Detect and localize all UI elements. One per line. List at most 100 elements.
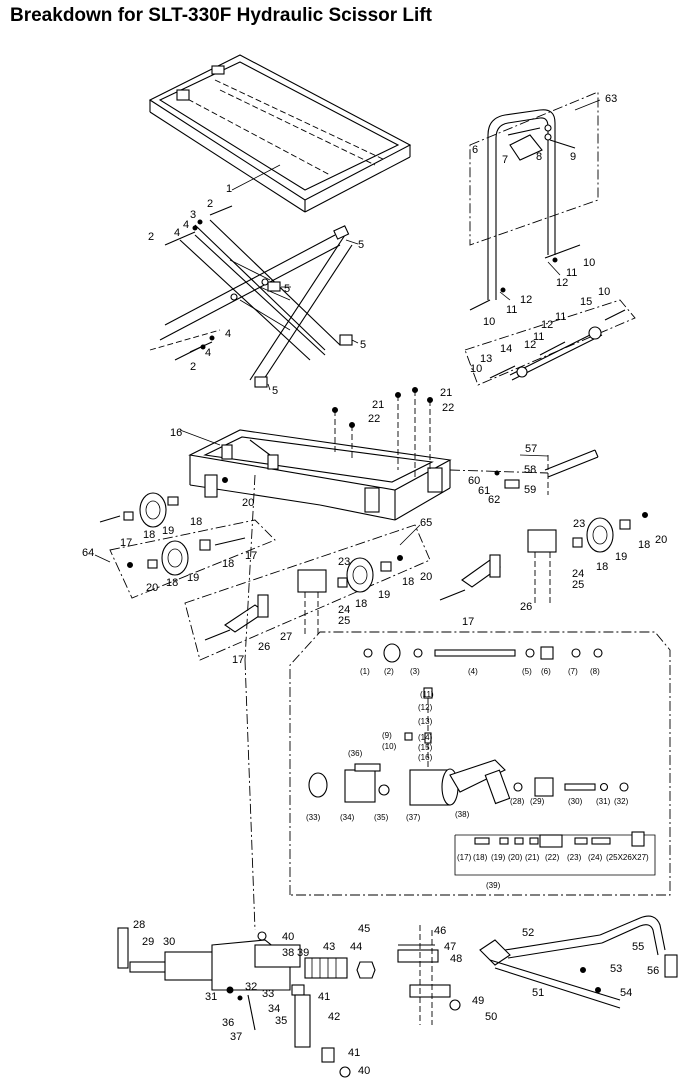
detail-callout: (13) xyxy=(418,717,433,726)
callout-60: 60 xyxy=(468,475,480,487)
detail-callout: (9) xyxy=(382,731,392,740)
scissor-arms xyxy=(149,205,353,388)
callout-18: 18 xyxy=(166,577,178,589)
callout-64: 64 xyxy=(82,547,94,559)
detail-callout: (28) xyxy=(510,797,525,806)
callout-41: 41 xyxy=(318,991,330,1003)
detail-callout: (10) xyxy=(382,742,397,751)
callout-26: 26 xyxy=(258,641,270,653)
detail-callout: (5) xyxy=(522,667,532,676)
callout-21: 21 xyxy=(372,399,384,411)
callout-11: 11 xyxy=(566,267,577,279)
callout-8: 8 xyxy=(536,151,542,163)
callout-28: 28 xyxy=(133,919,145,931)
callout-63: 63 xyxy=(605,93,617,105)
callout-59: 59 xyxy=(524,484,536,496)
callout-18: 18 xyxy=(143,529,155,541)
callout-23: 23 xyxy=(338,556,350,568)
callout-18: 18 xyxy=(596,561,608,573)
callout-20: 20 xyxy=(146,582,158,594)
callout-18: 18 xyxy=(222,558,234,570)
platform-table-part xyxy=(148,54,412,213)
callout-57: 57 xyxy=(525,443,537,455)
detail-callout: (38) xyxy=(455,810,470,819)
callout-2: 2 xyxy=(190,361,196,373)
callout-17: 17 xyxy=(120,537,132,549)
callout-31: 31 xyxy=(205,991,217,1003)
pump-detail-box xyxy=(244,474,671,931)
callout-10: 10 xyxy=(483,316,495,328)
detail-callout: (12) xyxy=(418,703,433,712)
detail-callout: (22) xyxy=(545,853,560,862)
callout-18: 18 xyxy=(355,598,367,610)
detail-callout: (3) xyxy=(410,667,420,676)
detail-callout: (31) xyxy=(596,797,611,806)
detail-callout: (21) xyxy=(525,853,540,862)
callout-12: 12 xyxy=(524,339,536,351)
callout-19: 19 xyxy=(162,525,174,537)
callout-11: 11 xyxy=(555,311,566,323)
callout-48: 48 xyxy=(450,953,462,965)
callout-21: 21 xyxy=(440,387,452,399)
callout-50: 50 xyxy=(485,1011,497,1023)
caster-wheels xyxy=(99,477,648,661)
callout-13: 13 xyxy=(480,353,492,365)
callout-20: 20 xyxy=(655,534,667,546)
callout-53: 53 xyxy=(610,963,622,975)
detail-callout: (35) xyxy=(374,813,389,822)
callout-65: 65 xyxy=(420,517,432,529)
callout-4: 4 xyxy=(174,227,180,239)
callout-52: 52 xyxy=(522,927,534,939)
callout-20: 20 xyxy=(242,497,254,509)
callout-38: 38 xyxy=(282,947,294,959)
callout-22: 22 xyxy=(442,402,454,414)
callout-40: 40 xyxy=(358,1065,370,1077)
callout-55: 55 xyxy=(632,941,644,953)
callout-3: 3 xyxy=(190,209,196,221)
callout-11: 11 xyxy=(506,304,517,316)
callout-41: 41 xyxy=(348,1047,360,1059)
page-title: Breakdown for SLT-330F Hydraulic Scissor… xyxy=(10,5,432,26)
push-handle-assembly xyxy=(464,91,636,386)
detail-callout: (24) xyxy=(588,853,603,862)
callout-7: 7 xyxy=(502,154,508,166)
callout-12: 12 xyxy=(556,277,568,289)
callout-45: 45 xyxy=(358,923,370,935)
callout-56: 56 xyxy=(647,965,659,977)
callout-6: 6 xyxy=(472,144,478,156)
detail-callout: (14) xyxy=(418,733,433,742)
callout-labels: 1 2 3 4 4 2 5 5 5 5 4 4 2 63 6 7 8 9 10 … xyxy=(82,93,667,1077)
callout-5: 5 xyxy=(272,385,278,397)
callout-24: 24 xyxy=(572,568,584,580)
callout-19: 19 xyxy=(187,572,199,584)
callout-30: 30 xyxy=(163,936,175,948)
pump-and-pedal-assembly xyxy=(117,915,678,1078)
callout-46: 46 xyxy=(434,925,446,937)
detail-callout: (6) xyxy=(541,667,551,676)
callout-10: 10 xyxy=(583,257,595,269)
callout-12: 12 xyxy=(520,294,532,306)
detail-callout: (4) xyxy=(468,667,478,676)
callout-23: 23 xyxy=(573,518,585,530)
callout-22: 22 xyxy=(368,413,380,425)
detail-callout: (1) xyxy=(360,667,370,676)
callout-40: 40 xyxy=(282,931,294,943)
callout-4: 4 xyxy=(205,347,211,359)
callout-17: 17 xyxy=(462,616,474,628)
callout-2: 2 xyxy=(207,198,213,210)
detail-callout: (16) xyxy=(418,753,433,762)
callout-14: 14 xyxy=(500,343,512,355)
callout-1: 1 xyxy=(226,183,232,195)
callout-37: 37 xyxy=(230,1031,242,1043)
callout-19: 19 xyxy=(378,589,390,601)
callout-5: 5 xyxy=(284,283,290,295)
base-frame xyxy=(188,387,599,521)
callout-51: 51 xyxy=(532,987,544,999)
callout-32: 32 xyxy=(245,981,257,993)
callout-20: 20 xyxy=(420,571,432,583)
callout-47: 47 xyxy=(444,941,456,953)
detail-callout: (19) xyxy=(491,853,506,862)
callout-9: 9 xyxy=(570,151,576,163)
callout-12: 12 xyxy=(541,319,553,331)
